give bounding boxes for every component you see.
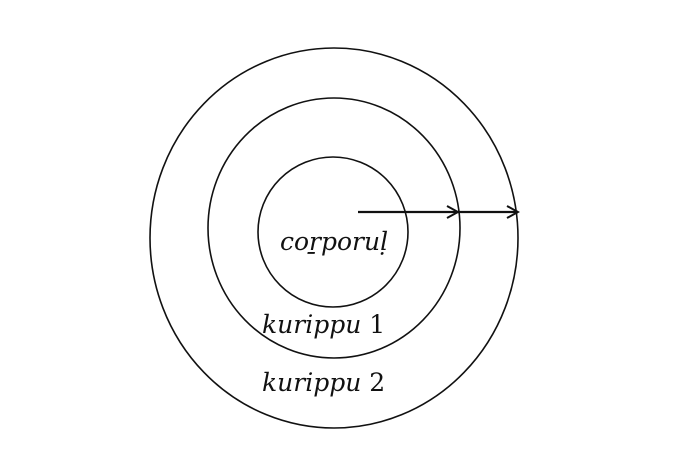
inner-label: coṟporuḷ xyxy=(280,227,388,256)
outer-circle xyxy=(149,47,519,429)
outer-label: kurippu 2 xyxy=(262,368,385,397)
middle-label-word: kurippu xyxy=(262,310,361,339)
outer-label-number: 2 xyxy=(369,368,385,397)
middle-label: kurippu 1 xyxy=(262,310,385,339)
middle-label-number: 1 xyxy=(369,310,385,339)
outer-label-word: kurippu xyxy=(262,368,361,397)
middle-circle xyxy=(207,97,461,359)
inner-circle xyxy=(257,156,409,308)
